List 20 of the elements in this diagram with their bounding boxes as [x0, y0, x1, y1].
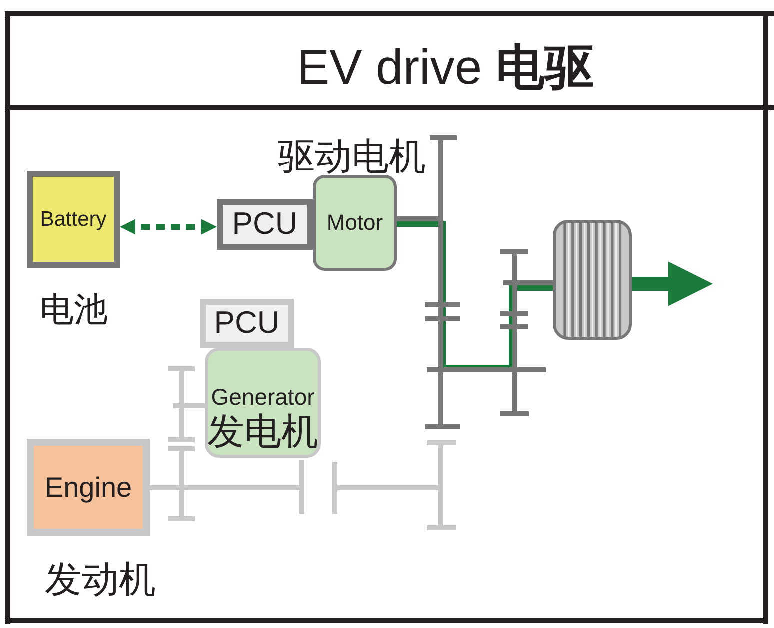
component-label: PCU — [232, 207, 298, 242]
component-caption: 发动机 — [45, 559, 156, 602]
pcu-box — [200, 299, 294, 348]
component-label: 发电机 — [208, 410, 318, 452]
arrow — [120, 219, 217, 235]
pcu-box — [217, 199, 313, 250]
title: EV drive 电驱 — [297, 40, 594, 97]
component-caption: 驱动电机 — [278, 136, 426, 179]
component-label: Motor — [326, 210, 384, 236]
engine-box — [27, 439, 150, 536]
motor-box — [313, 175, 397, 271]
battery-box — [27, 171, 120, 268]
component-caption: 电池 — [40, 291, 108, 330]
component-label: Engine — [44, 472, 132, 504]
generator-box — [205, 348, 321, 458]
tire — [553, 220, 632, 340]
arrow — [632, 262, 713, 306]
component-label: Generator — [211, 385, 315, 411]
component-label: PCU — [214, 306, 280, 341]
component-label: Battery — [40, 208, 107, 232]
